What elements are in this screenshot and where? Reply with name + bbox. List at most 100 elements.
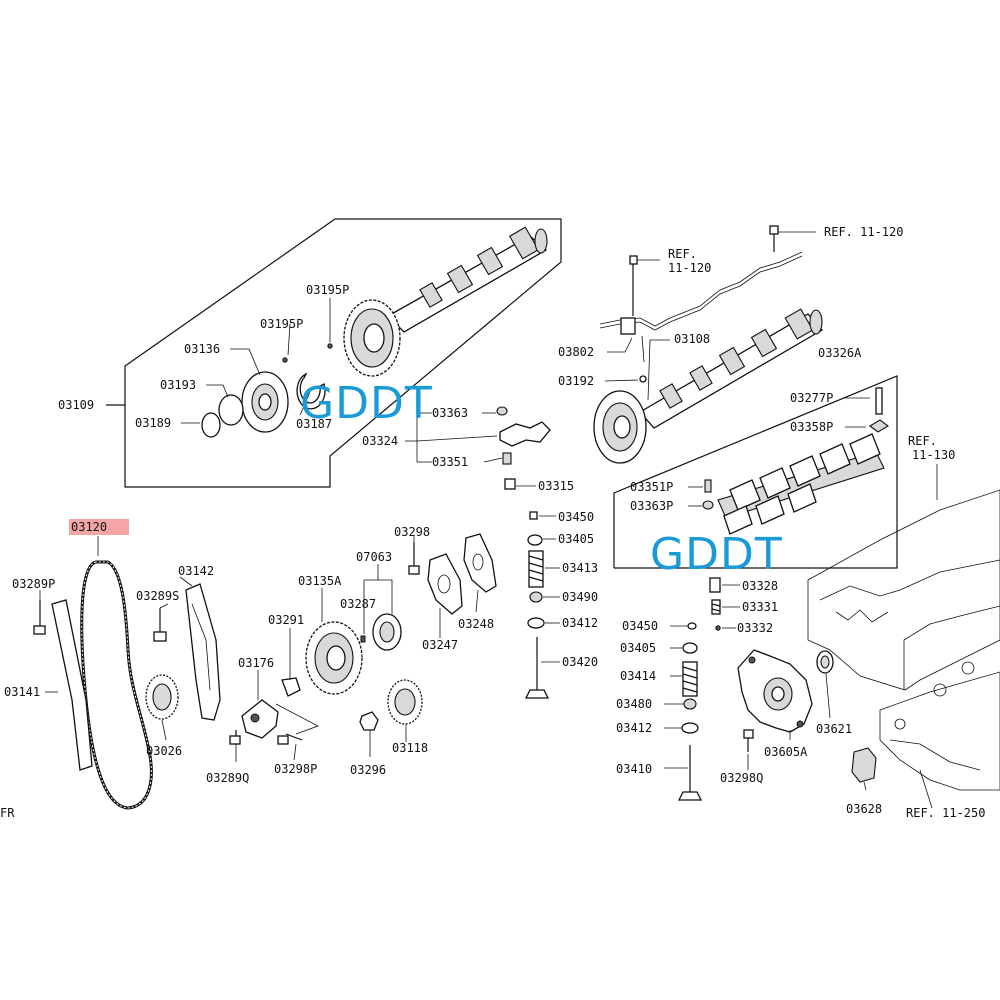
- camshaft-sprocket[interactable]: [343, 299, 401, 377]
- label-03450-a: 03450: [558, 510, 594, 524]
- watermark-gddt-2: GDDT: [650, 529, 783, 580]
- dowel-pin-03195P-a[interactable]: [282, 357, 288, 363]
- lash-adjuster-03351[interactable]: [502, 452, 512, 465]
- filter-03621[interactable]: [816, 650, 834, 674]
- label-03289S: 03289S: [136, 589, 179, 603]
- gasket-03247[interactable]: [427, 553, 463, 615]
- rocker-arm-assembly-03326A[interactable]: [717, 433, 885, 535]
- exhaust-camshaft[interactable]: [638, 308, 824, 429]
- ball-03332[interactable]: [715, 625, 721, 631]
- nut-03296[interactable]: [359, 711, 379, 731]
- seal-ring-03193[interactable]: [218, 394, 244, 426]
- label-03412-b: 03412: [616, 721, 652, 735]
- label-03298-a: 03298: [394, 525, 430, 539]
- valve-03420[interactable]: [524, 637, 550, 699]
- cotter-03450-a[interactable]: [529, 511, 538, 520]
- label-03326A: 03326A: [818, 346, 862, 360]
- label-fr: FR: [0, 806, 15, 820]
- tensioner-lever-03142[interactable]: [185, 583, 221, 721]
- retainer-03405-b[interactable]: [682, 642, 698, 654]
- pin-03192[interactable]: [639, 375, 647, 383]
- label-03291: 03291: [268, 613, 304, 627]
- clip-03358P[interactable]: [869, 419, 889, 433]
- chain-tensioner-03176[interactable]: [241, 699, 279, 739]
- label-03195P-b: 03195P: [306, 283, 349, 297]
- label-03142: 03142: [178, 564, 214, 578]
- gear-03118[interactable]: [387, 679, 423, 725]
- label-03120: 03120: [71, 520, 107, 534]
- label-03135A: 03135A: [298, 574, 342, 588]
- dowel-pin-03195P-b[interactable]: [327, 343, 333, 349]
- seal-03480[interactable]: [683, 698, 697, 710]
- tappet-03328[interactable]: [709, 577, 721, 593]
- exhaust-cam-hub[interactable]: [593, 390, 647, 464]
- bolt-03298Q[interactable]: [743, 729, 754, 752]
- label-03358P: 03358P: [790, 420, 833, 434]
- oil-control-valve-03605A[interactable]: [737, 649, 813, 733]
- sprocket-07063[interactable]: [372, 613, 402, 651]
- plate-03291[interactable]: [281, 677, 301, 697]
- label-03109: 03109: [58, 398, 94, 412]
- clip-03363[interactable]: [496, 406, 508, 416]
- label-03363P: 03363P: [630, 499, 673, 513]
- seat-03412-b[interactable]: [681, 722, 699, 734]
- label-03628: 03628: [846, 802, 882, 816]
- timing-chain-group: [33, 519, 319, 810]
- key-03287[interactable]: [360, 635, 366, 643]
- ref-bolt-b[interactable]: [769, 225, 779, 252]
- snap-ring-03187[interactable]: [296, 372, 326, 410]
- clip-03363P[interactable]: [702, 500, 714, 510]
- rocker-arm-group-left: [405, 406, 551, 490]
- cover-03248[interactable]: [463, 533, 497, 593]
- gear-03135A[interactable]: [305, 621, 363, 695]
- label-03192: 03192: [558, 374, 594, 388]
- label-03414: 03414: [620, 669, 656, 683]
- label-03287: 03287: [340, 597, 376, 611]
- ref-bolt-a[interactable]: [629, 255, 638, 316]
- label-03363-a: 03363: [432, 406, 468, 420]
- label-ref-11-120-a-2: 11-120: [668, 261, 711, 275]
- bolt-03298P[interactable]: [277, 733, 303, 745]
- label-03410: 03410: [616, 762, 652, 776]
- label-03108: 03108: [674, 332, 710, 346]
- spring-03331[interactable]: [711, 599, 721, 615]
- label-03289P: 03289P: [12, 577, 55, 591]
- label-03332: 03332: [737, 621, 773, 635]
- label-03490: 03490: [562, 590, 598, 604]
- bolt-03289S[interactable]: [153, 608, 167, 642]
- label-ref-11-130-1: REF.: [908, 434, 937, 448]
- seat-03412-a[interactable]: [527, 617, 545, 629]
- wire-harness-03802[interactable]: [599, 251, 803, 363]
- label-ref-11-120-b: REF. 11-120: [824, 225, 903, 239]
- seal-ring-03189[interactable]: [201, 412, 221, 438]
- exhaust-valve-stack: [664, 577, 877, 801]
- label-03351-a: 03351: [432, 455, 468, 469]
- label-03480: 03480: [616, 697, 652, 711]
- mount-03628[interactable]: [851, 747, 877, 783]
- bolt-03289P[interactable]: [33, 600, 46, 635]
- bolt-03277P[interactable]: [875, 387, 883, 415]
- bolt-03298-a[interactable]: [408, 542, 420, 575]
- chain-guide-03141[interactable]: [51, 599, 93, 771]
- valve-spring-03414[interactable]: [682, 661, 698, 697]
- label-03136: 03136: [184, 342, 220, 356]
- lash-adjuster-03351P[interactable]: [704, 479, 712, 493]
- retainer-03405-a[interactable]: [527, 534, 543, 546]
- sensor-plate[interactable]: [241, 371, 289, 433]
- cotter-03450-b[interactable]: [687, 622, 697, 630]
- bolt-03315[interactable]: [504, 478, 516, 490]
- valve-spring-03413[interactable]: [528, 550, 544, 588]
- label-03405-a: 03405: [558, 532, 594, 546]
- label-03289Q: 03289Q: [206, 771, 249, 785]
- label-03621: 03621: [816, 722, 852, 736]
- intake-camshaft[interactable]: [386, 226, 548, 333]
- timing-chain-03120[interactable]: [80, 560, 153, 810]
- label-03296: 03296: [350, 763, 386, 777]
- label-03298P: 03298P: [274, 762, 317, 776]
- seal-03490[interactable]: [529, 591, 543, 603]
- sprocket-03026[interactable]: [145, 674, 179, 720]
- rocker-arm-03324[interactable]: [499, 421, 551, 447]
- label-03026: 03026: [146, 744, 182, 758]
- valve-03410[interactable]: [677, 745, 703, 801]
- bolt-03289Q[interactable]: [229, 730, 241, 745]
